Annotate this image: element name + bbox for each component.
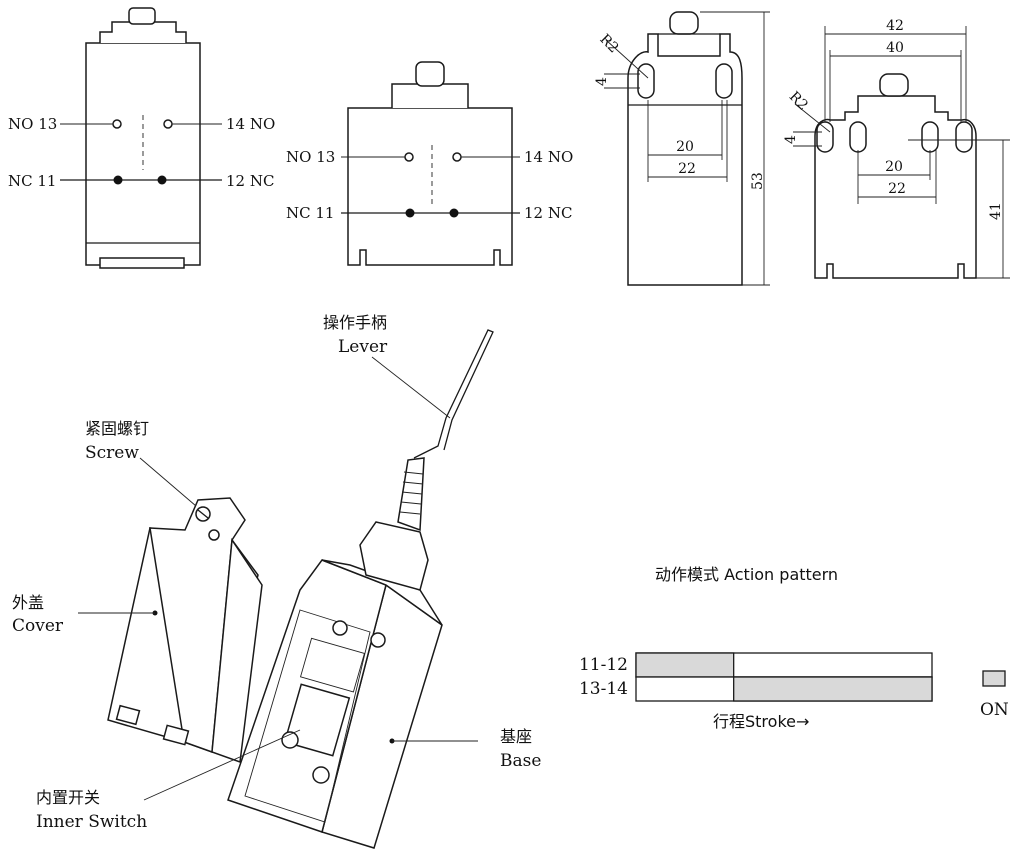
label-cover-cn: 外盖: [12, 593, 44, 612]
dim-b-42: 42: [886, 18, 904, 34]
terminal-screw-bottom: [312, 766, 330, 784]
front-view-b-outline: [347, 107, 513, 266]
lever-boot: [359, 521, 429, 591]
label-nc11-b: NC 11: [286, 204, 334, 222]
action-row-1-on: [635, 652, 735, 678]
dim-b-r2: R2: [786, 89, 811, 114]
front-view-b: NO 13 14 NO NC 11 12 NC: [286, 61, 573, 266]
dim-view-a-plunger: [669, 11, 699, 35]
exploded-view: 操作手柄 Lever 紧固螺钉 Screw 外盖 Cover 基座 Base 内…: [12, 313, 541, 849]
front-view-a: NO 13 14 NO NC 11 12 NC: [8, 7, 275, 269]
action-row-2-on: [733, 676, 933, 702]
terminal-nc12-a: [157, 175, 167, 185]
terminal-no13-a: [112, 119, 122, 129]
label-screw-en: Screw: [85, 443, 139, 463]
lever-spring-coils: [399, 471, 424, 515]
dim-view-b-slot-3: [921, 121, 939, 153]
dim-b-r2-leader: [794, 103, 831, 133]
label-nc11-a: NC 11: [8, 172, 56, 190]
legend-on-swatch: [982, 670, 1006, 687]
action-row-1-label: 11-12: [579, 655, 628, 675]
dim-view-b-slot-2: [849, 121, 867, 153]
dim-b-slot: 4: [783, 135, 799, 144]
dim-a-53: 53: [750, 172, 766, 190]
front-view-a-plunger: [128, 7, 156, 25]
terminal-nc11-a: [113, 175, 123, 185]
dim-view-b-slot-4: [955, 121, 973, 153]
dim-a-r2-leader: [605, 39, 649, 79]
label-lever-cn: 操作手柄: [323, 313, 387, 332]
dim-b-41: 41: [988, 202, 1004, 220]
label-no13-b: NO 13: [286, 148, 335, 166]
label-base-en: Base: [500, 751, 541, 771]
dim-a-r2: R2: [596, 31, 621, 56]
terminal-nc11-b: [405, 208, 415, 218]
dim-b-20: 20: [885, 159, 903, 175]
cover-hole: [208, 529, 220, 541]
base-part: [227, 559, 443, 849]
dim-view-a-head: [627, 33, 743, 79]
leader-screw: [139, 457, 197, 507]
label-cover-en: Cover: [12, 616, 64, 636]
dim-a-slot: 4: [594, 77, 610, 86]
dim-view-b-head: [814, 95, 977, 150]
action-pattern-rows: 11-12 13-14: [579, 652, 933, 702]
label-no14-a: 14 NO: [226, 115, 275, 133]
cover-foot-left: [115, 704, 141, 726]
label-inner-switch-cn: 内置开关: [36, 788, 100, 807]
cover-front-plate: [149, 497, 246, 754]
dim-view-a-slot-right: [715, 63, 733, 99]
label-nc12-b: 12 NC: [524, 204, 572, 222]
front-view-a-foot: [99, 257, 185, 269]
leader-lever: [371, 356, 451, 419]
label-inner-switch-en: Inner Switch: [36, 812, 147, 832]
cover-part: [107, 497, 263, 764]
label-no13-a: NO 13: [8, 115, 57, 133]
base-mount-hole-left: [332, 620, 348, 636]
label-lever-en: Lever: [338, 337, 388, 357]
label-nc12-a: 12 NC: [226, 172, 274, 190]
dim-a-22: 22: [678, 161, 696, 177]
base-top-face: [321, 559, 443, 626]
terminal-block-upper: [299, 637, 365, 693]
cover-foot-right: [162, 724, 190, 746]
inner-switch-module: [283, 683, 351, 757]
terminal-no13-b: [404, 152, 414, 162]
front-view-b-plunger: [415, 61, 445, 87]
dim-view-b-plunger: [879, 73, 909, 97]
lever-part: [359, 329, 494, 591]
legend-on-label: ON: [980, 700, 1009, 720]
dimension-view-b: 42 40 R2 4 20 22 41: [783, 18, 1010, 279]
cover-side: [211, 537, 263, 764]
action-row-2-label: 13-14: [579, 679, 628, 699]
dim-b-40: 40: [886, 40, 904, 56]
front-view-b-top-cap: [391, 83, 469, 108]
action-pattern: 动作模式 Action pattern 11-12 13-14 行程Stroke→…: [579, 565, 1009, 731]
base-mount-hole-right: [370, 632, 386, 648]
screw-slot: [197, 509, 209, 519]
terminal-no14-b: [452, 152, 462, 162]
stroke-label: 行程Stroke→: [713, 712, 809, 731]
dim-b-22: 22: [888, 181, 906, 197]
label-base-cn: 基座: [500, 727, 532, 746]
leader-inner-switch: [143, 729, 301, 801]
terminal-nc12-b: [449, 208, 459, 218]
dim-a-20: 20: [676, 139, 694, 155]
dim-view-a-slot-left: [637, 63, 655, 99]
terminal-no14-a: [163, 119, 173, 129]
label-no14-b: 14 NO: [524, 148, 573, 166]
front-view-a-top-cap: [99, 21, 187, 43]
dim-view-b-slot-1: [816, 121, 834, 153]
label-screw-cn: 紧固螺钉: [85, 419, 149, 438]
dimension-view-a: R2 4 20 22 53: [594, 11, 770, 286]
dim-view-a-outline: [627, 78, 743, 286]
lever-rod: [413, 329, 494, 459]
action-pattern-title: 动作模式 Action pattern: [655, 565, 838, 584]
